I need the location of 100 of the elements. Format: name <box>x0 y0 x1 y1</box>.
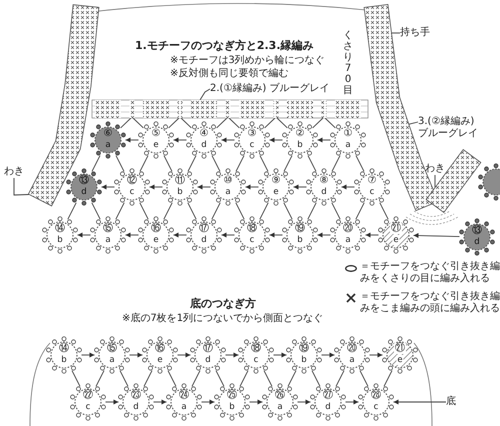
crochet-motif <box>45 336 83 374</box>
edging-band <box>91 99 369 119</box>
motif-number: ⑭ <box>55 223 65 234</box>
chain-line <box>384 370 392 387</box>
callout-label: 底 <box>446 396 456 408</box>
motif-number: ④ <box>200 128 208 139</box>
motif-number: ㉕ <box>227 390 237 401</box>
crochet-motif <box>357 383 395 421</box>
crochet-motif <box>113 168 151 206</box>
motif-number: ⑰ <box>199 223 209 234</box>
chain-line <box>192 370 200 387</box>
motif-number: ⑬ <box>472 225 482 236</box>
color-letter: d <box>474 237 480 247</box>
callout-label: 2.(①縁編み) ブルーグレイ <box>210 83 330 95</box>
crochet-motif <box>353 168 391 206</box>
crochet-motif <box>137 121 175 159</box>
chain-line <box>216 370 224 387</box>
crochet-motif <box>137 216 175 254</box>
motif-number: ㉘ <box>371 390 381 401</box>
color-letter: c <box>254 355 258 365</box>
color-letter: d <box>321 187 327 197</box>
joining-arrow <box>245 184 259 190</box>
joining-arrow <box>105 400 119 404</box>
color-letter: a <box>181 402 187 412</box>
callout-label: 3.(②縁編み) ブルーグレイ <box>418 116 482 140</box>
color-letter: a <box>277 402 283 412</box>
joining-arrow <box>177 352 191 358</box>
chain-line <box>67 202 77 220</box>
crochet-motif <box>213 383 251 421</box>
joining-arrow <box>269 138 283 142</box>
joining-arrow <box>173 138 187 142</box>
chain-line <box>288 370 296 387</box>
chain-line <box>312 370 320 387</box>
handle-strip <box>27 4 100 207</box>
motif-number: ⑮ <box>103 223 113 234</box>
chain-line <box>260 155 268 172</box>
motif-number: ⑪ <box>175 175 185 186</box>
chain-line <box>355 202 365 220</box>
crochet-motif <box>458 218 496 256</box>
callout-label: 持ち手 <box>400 27 430 39</box>
joining-arrow <box>249 400 263 404</box>
side-edging-band <box>405 148 482 225</box>
motif-number: ⑫ <box>127 175 137 186</box>
motif-number: ⑯ <box>151 223 161 234</box>
color-letter: e <box>273 187 279 197</box>
chain-line <box>216 118 228 128</box>
legend-text: ＝モチーフをつなぐ引き抜き編みをこま編みの頭に編み入れる <box>360 291 500 315</box>
motif-number: ⑥ <box>104 128 112 139</box>
color-letter: e <box>396 355 404 365</box>
motif-number: ⑬ <box>79 175 89 186</box>
crochet-motif <box>329 121 367 159</box>
legend-text: ＝モチーフをつなぐ引き抜き編みをくさりの目に編み入れる <box>360 261 500 285</box>
color-letter: d <box>201 140 207 150</box>
crochet-motif <box>377 216 415 254</box>
chain-line <box>235 202 245 220</box>
motif-number: ㉖ <box>275 390 285 401</box>
motif-number: ⑳ <box>347 343 357 354</box>
color-letter: d <box>325 402 331 412</box>
crochet-motif <box>237 336 275 374</box>
leader-line <box>408 122 418 125</box>
chain-line <box>308 155 316 172</box>
leader-line <box>14 178 30 196</box>
crochet-motif <box>285 336 323 374</box>
crochet-motif <box>233 216 271 254</box>
motif-number: ⑧ <box>320 175 328 186</box>
chain-line <box>139 202 149 220</box>
chain-line <box>379 202 389 220</box>
chain-line <box>331 202 341 220</box>
joining-arrow <box>221 138 235 142</box>
joining-arrow <box>273 352 287 358</box>
chain-line <box>96 370 104 387</box>
chain-line <box>163 202 173 220</box>
joining-arrow <box>125 138 139 142</box>
motif-number: ㉗ <box>323 390 333 401</box>
color-letter: a <box>225 187 231 197</box>
leader-line <box>200 88 210 100</box>
crochet-motif <box>161 168 199 206</box>
color-letter: c <box>130 187 134 197</box>
motif-number: ⑤ <box>152 128 160 139</box>
chain-line <box>164 155 172 172</box>
note-text: ※底の7枚を1列につないでから側面とつなぐ <box>122 313 324 325</box>
crochet-motif <box>233 121 271 159</box>
crochet-motif <box>305 168 343 206</box>
color-letter: a <box>109 355 115 365</box>
color-letter: e <box>153 235 159 245</box>
chain-line <box>187 202 197 220</box>
color-letter: a <box>105 140 111 150</box>
motif-number: ⑨ <box>272 175 280 186</box>
motif-number: ㉔ <box>179 390 189 401</box>
motif-number: ③ <box>248 128 256 139</box>
chain-line <box>72 370 80 387</box>
joining-arrow <box>341 184 355 190</box>
color-letter: b <box>301 355 307 365</box>
chain-line <box>92 155 100 172</box>
joining-arrow <box>369 352 383 358</box>
crochet-motif <box>165 383 203 421</box>
joining-arrow <box>297 400 311 404</box>
joining-arrow <box>153 400 167 404</box>
chain-line <box>264 118 276 128</box>
motif-number: ㉓ <box>131 390 141 401</box>
